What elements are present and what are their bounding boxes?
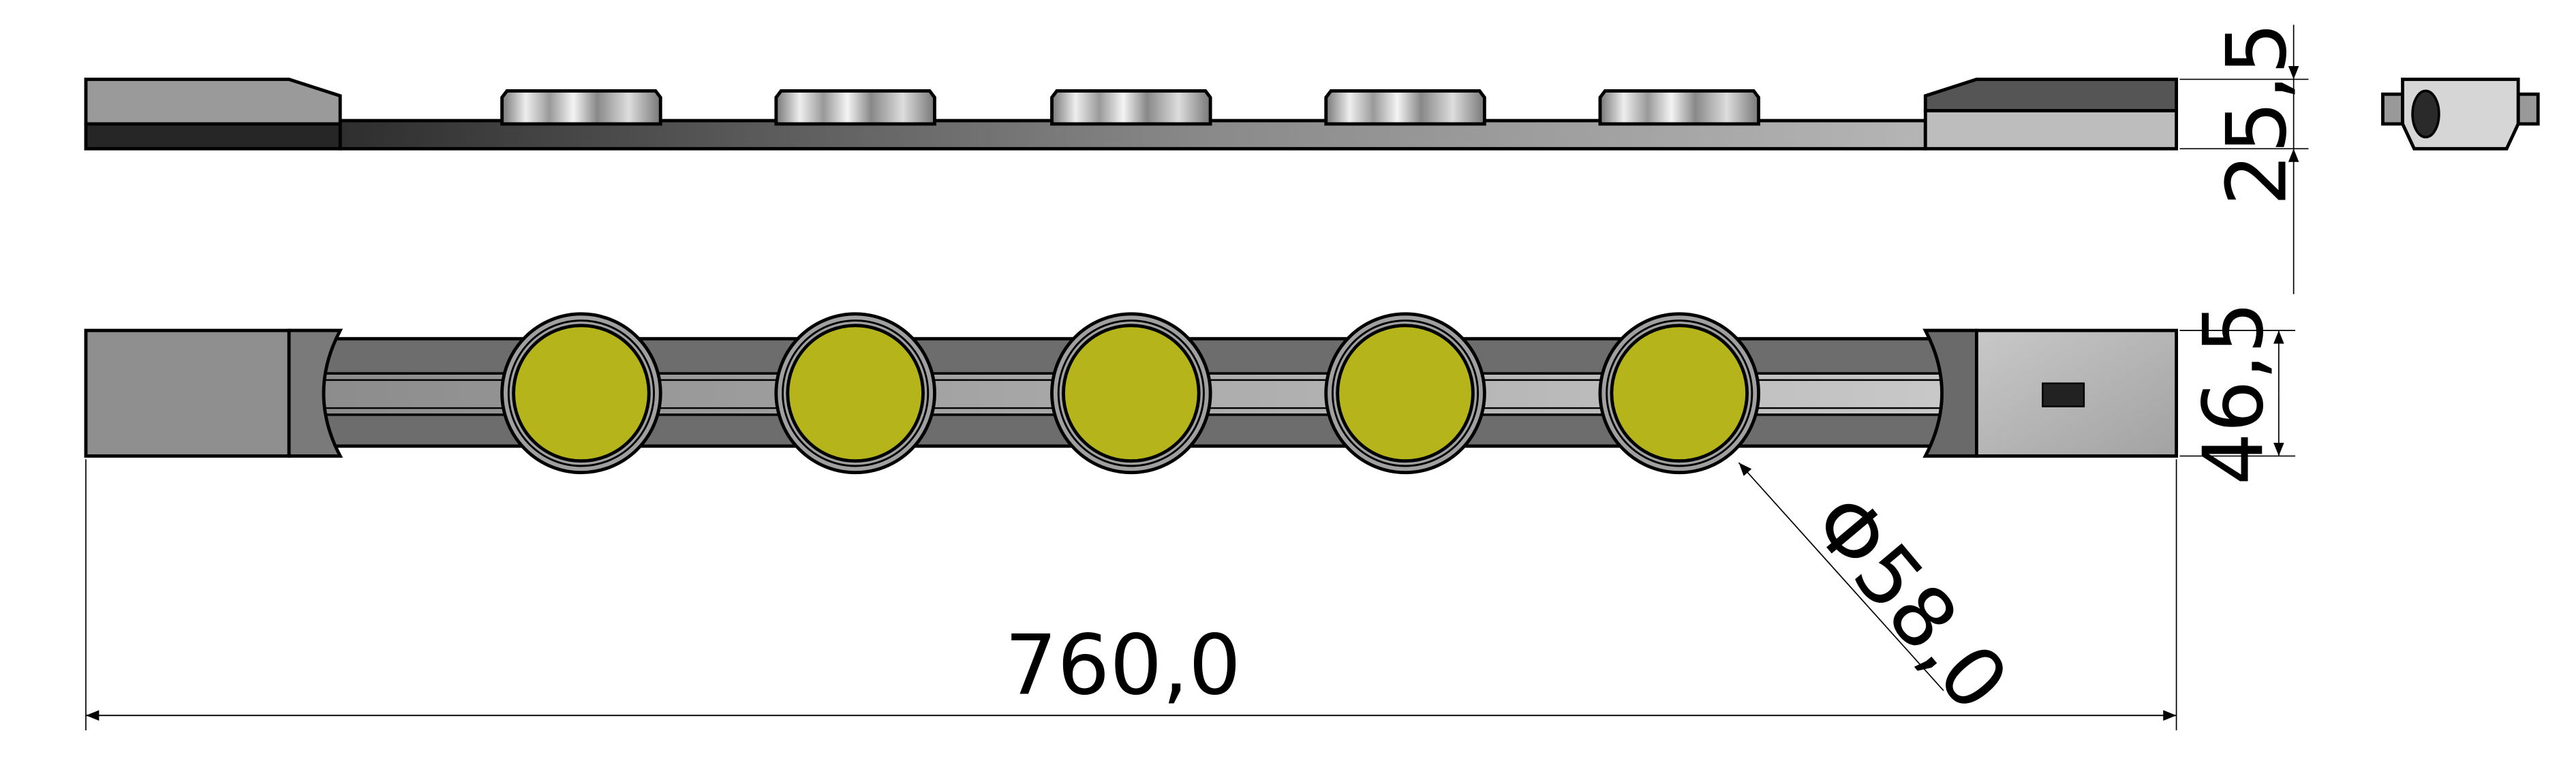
magnet (1050, 312, 1212, 475)
magnet-knob (1324, 89, 1486, 126)
front-view (84, 77, 2179, 151)
diameter-label: Φ58,0 (1793, 476, 2027, 729)
magnet-knob (774, 89, 936, 126)
left-end-cap (84, 77, 342, 151)
length-label: 760,0 (1005, 617, 1241, 714)
magnet-knobs (500, 89, 1760, 126)
height-label: 25,5 (2209, 22, 2305, 206)
right-end-block (1922, 328, 2179, 458)
square-hole-icon (2042, 382, 2085, 407)
magnet-knob (500, 89, 662, 126)
magnet (1598, 312, 1760, 475)
magnet-knob (1598, 89, 1760, 126)
dimension-height: 25,5 (2179, 22, 2309, 294)
dimension-length: 760,0 (85, 459, 2177, 731)
magnet (774, 312, 936, 475)
dimension-diameter: Φ58,0 (1738, 462, 2027, 729)
magnet (1324, 312, 1486, 475)
width-label: 46,5 (2186, 301, 2282, 485)
plan-view (84, 312, 2179, 475)
slot-icon (2411, 89, 2440, 139)
magnet (500, 312, 662, 475)
dimension-width: 46,5 (2179, 301, 2296, 485)
magnets (500, 312, 1760, 475)
end-view (2381, 77, 2540, 151)
left-end-block (84, 328, 343, 458)
magnet-knob (1050, 89, 1212, 126)
right-end-cap (1923, 77, 2179, 151)
